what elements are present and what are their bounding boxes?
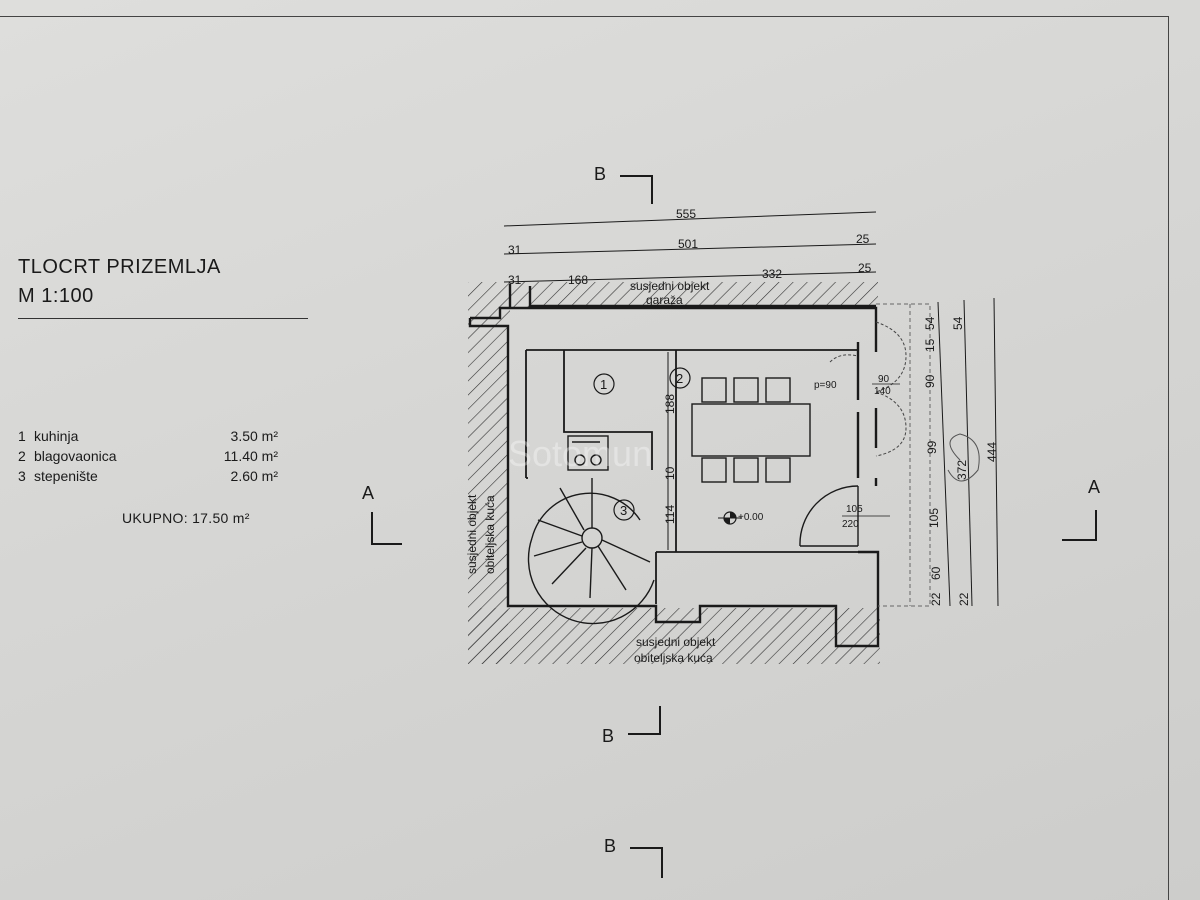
stove-icon [567, 435, 609, 471]
room-name: kuhinja [34, 428, 79, 444]
door-dim-height: 220 [842, 519, 859, 530]
dim-right-15: 15 [923, 338, 937, 352]
room-area: 11.40 m² [223, 448, 278, 464]
pencil-scribble [947, 433, 980, 482]
neighbor-hatch-top [510, 282, 878, 308]
room-area: 3.50 m² [230, 428, 278, 444]
room-number: 1 [18, 428, 26, 444]
dim-right-54: 54 [923, 316, 937, 330]
section-mark-b-lower: B [604, 836, 616, 856]
dim-top-inner-4: 25 [858, 261, 872, 275]
spiral-staircase [527, 478, 655, 625]
window-label: p=90 [814, 380, 837, 391]
dim-right-60: 60 [929, 566, 943, 580]
window-dim-height: 140 [874, 386, 891, 397]
section-mark-b-top: B [594, 164, 606, 184]
dim-right2-22: 22 [957, 592, 971, 606]
dim-interior-188: 188 [663, 394, 677, 414]
right-dim-chain-2: 54 372 22 [951, 316, 971, 606]
room-row: 1 kuhinja 3.50 m² [18, 428, 278, 448]
room-number: 2 [18, 448, 26, 464]
room-name: blagovaonica [34, 448, 117, 464]
room-name: stepenište [34, 468, 98, 484]
room-row: 3 stepenište 2.60 m² [18, 468, 278, 488]
dim-top-inner-1: 31 [508, 273, 522, 287]
dim-top-inner-3: 332 [762, 267, 782, 281]
plan-title: TLOCRT PRIZEMLJA [18, 256, 221, 278]
walls [468, 284, 880, 648]
dashed-outline [876, 303, 931, 607]
section-marks [371, 175, 1097, 878]
room-marker-1: 1 [593, 373, 615, 395]
title-block: TLOCRT PRIZEMLJA M 1:100 [18, 256, 308, 319]
sheet-border-top [0, 16, 1168, 17]
dim-right-total: 444 [985, 442, 999, 462]
sheet-border-right [1168, 16, 1169, 900]
top-dimension-lines [503, 211, 877, 283]
dining-table [691, 377, 811, 483]
level-marker-icon [718, 511, 742, 525]
level-label: +0.00 [738, 512, 764, 523]
neighbor-hatch-left [468, 318, 508, 664]
total-area: UKUPNO: 17.50 m² [122, 510, 250, 526]
window-swing [829, 321, 907, 457]
dim-interior-114: 114 [663, 505, 677, 524]
room-area: 2.60 m² [230, 468, 278, 484]
room-marker-2: 2 [669, 367, 691, 389]
dim-interior-10: 10 [663, 466, 677, 480]
section-mark-a-right: A [1088, 477, 1100, 497]
dim-right-105: 105 [927, 508, 941, 528]
neighbor-left-line1: susjedni objekt [465, 494, 479, 574]
room-marker-3-label: 3 [620, 503, 627, 518]
neighbor-bottom-line1: susjedni objekt [636, 635, 716, 649]
dim-right2-54: 54 [951, 316, 965, 330]
room-number: 3 [18, 468, 26, 484]
right-dimension-lines [937, 297, 999, 607]
neighbor-top-line1: susjedni objekt [630, 279, 710, 293]
dim-top-mid-right: 25 [856, 232, 870, 246]
dim-top-mid-center: 501 [678, 237, 698, 251]
door-dim-width: 105 [846, 504, 863, 515]
dim-right-90: 90 [923, 374, 937, 388]
neighbor-hatch-bottom [468, 608, 880, 664]
dim-top-mid-left: 31 [508, 243, 522, 257]
dim-top-total: 555 [676, 207, 696, 221]
section-mark-a-left: A [362, 483, 374, 503]
dim-top-inner-2: 168 [568, 273, 588, 287]
dim-right-22: 22 [929, 592, 943, 606]
title-underline [18, 318, 308, 319]
room-marker-2-label: 2 [676, 371, 683, 386]
neighbor-bottom-line2: obiteljska kuća [634, 651, 713, 665]
dim-right-99: 99 [925, 440, 939, 454]
neighbor-hatch-topleft [468, 282, 510, 318]
room-marker-3: 3 [613, 499, 635, 521]
interior-walls [525, 349, 858, 604]
room-row: 2 blagovaonica 11.40 m² [18, 448, 278, 468]
section-mark-b-bottom: B [602, 726, 614, 746]
plan-scale: M 1:100 [18, 285, 94, 307]
right-dim-chain-1: 54 15 90 99 105 60 22 [923, 316, 943, 606]
room-schedule: 1 kuhinja 3.50 m² 2 blagovaonica 11.40 m… [18, 428, 278, 488]
neighbor-left-line2: obiteljska kuća [483, 495, 497, 574]
window-dim-width: 90 [878, 374, 890, 385]
room-marker-1-label: 1 [600, 377, 607, 392]
dim-right2-372: 372 [955, 460, 969, 480]
neighbor-top-line2: garaža [646, 293, 683, 307]
watermark: Sotomun [508, 433, 652, 474]
